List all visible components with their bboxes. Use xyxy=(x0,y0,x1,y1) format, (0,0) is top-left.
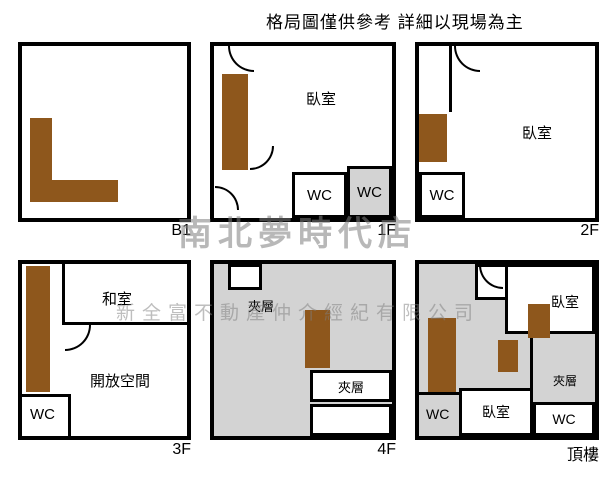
room-label-open-space: 開放空間 xyxy=(90,373,151,390)
room-label-bedroom: 臥室 xyxy=(482,404,510,420)
wc-room: WC xyxy=(292,172,347,218)
room-label-wc: WC xyxy=(357,183,382,201)
floor-plan-2f: WC 臥室 xyxy=(415,42,599,222)
room-label-mezzanine: 夾層 xyxy=(248,299,275,314)
floor-plan-4f: 夾層 夾層 xyxy=(210,260,396,440)
wall xyxy=(62,264,65,322)
room-label-mezzanine: 夾層 xyxy=(553,374,578,388)
closet-box xyxy=(228,264,262,290)
stairs xyxy=(30,180,118,202)
wall xyxy=(68,394,71,436)
room-label-wc: WC xyxy=(429,186,455,204)
door-arc-icon xyxy=(65,325,91,351)
stairs xyxy=(305,310,330,368)
wc-room: WC xyxy=(533,402,595,436)
floor-label-roof: 頂樓 xyxy=(566,447,599,464)
wall xyxy=(62,322,187,325)
stairs xyxy=(222,74,248,170)
wc-room: WC xyxy=(419,172,465,218)
room-label-bedroom: 臥室 xyxy=(522,125,553,142)
room-label-bedroom: 臥室 xyxy=(306,91,337,108)
stairs xyxy=(498,340,518,372)
wall xyxy=(22,394,71,397)
stairs xyxy=(428,318,456,392)
floor-label-2f: 2F xyxy=(580,222,599,239)
room-label-wc: WC xyxy=(426,406,450,422)
floor-label-b1: B1 xyxy=(171,222,191,239)
stairs xyxy=(419,114,447,162)
stairs xyxy=(26,266,50,392)
room-label-wc: WC xyxy=(30,406,55,423)
room-label-wc: WC xyxy=(552,411,576,427)
bedroom-room xyxy=(505,264,595,334)
door-arc-icon xyxy=(250,146,274,170)
wall xyxy=(530,330,533,436)
bedroom-room: 臥室 xyxy=(459,388,533,436)
disclaimer-text: 格局圖僅供參考 詳細以現場為主 xyxy=(266,13,524,32)
room-label-mezzanine: 夾層 xyxy=(337,379,364,395)
wc-room: WC xyxy=(347,166,392,218)
floor-label-1f: 1F xyxy=(377,222,396,239)
floor-label-4f: 4F xyxy=(377,441,396,458)
mezzanine-room: 夾層 xyxy=(310,370,392,402)
floor-plan-roof: 臥室 夾層 臥室 WC WC xyxy=(415,260,599,440)
floor-label-3f: 3F xyxy=(172,441,191,458)
floor-plan-b1 xyxy=(18,42,191,222)
room-label-wc: WC xyxy=(307,186,332,204)
stairs xyxy=(528,304,550,338)
door-arc-icon xyxy=(454,46,480,72)
room-label-tatami: 和室 xyxy=(102,291,133,308)
room-label-bedroom: 臥室 xyxy=(551,294,579,310)
door-arc-icon xyxy=(228,46,254,72)
floor-plan-1f: 臥室 WC WC xyxy=(210,42,396,222)
floor-plan-3f: 和室 開放空間 WC xyxy=(18,260,191,440)
wall xyxy=(419,392,462,395)
door-arc-icon xyxy=(215,186,239,210)
wall xyxy=(449,46,452,112)
storage-room xyxy=(310,404,392,436)
